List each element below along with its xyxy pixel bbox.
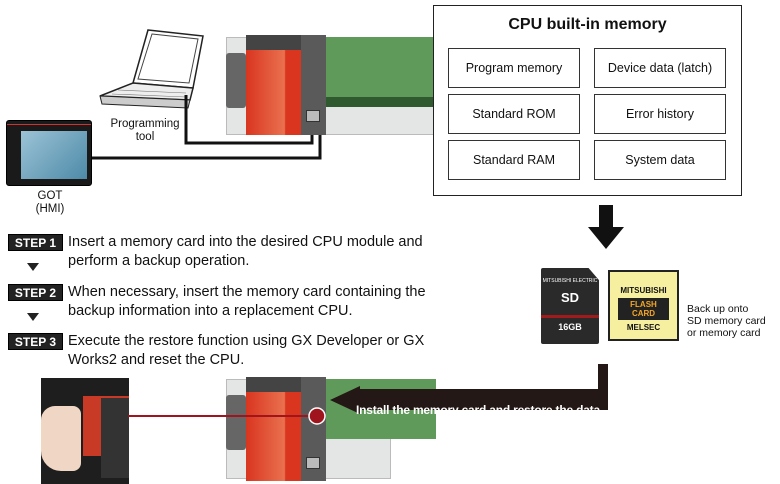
step-2-text: When necessary, insert the memory card c… bbox=[68, 284, 426, 319]
step-1-text: Insert a memory card into the desired CP… bbox=[68, 234, 423, 269]
down-arrow-icon bbox=[588, 205, 624, 249]
memory-error-history: Error history bbox=[594, 94, 726, 134]
sd-memory-card-image: MITSUBISHI ELECTRIC SD 16GB bbox=[541, 268, 599, 344]
card-slot-pointer bbox=[128, 407, 326, 425]
cpu-built-in-memory-panel: CPU built-in memory Program memory Devic… bbox=[433, 5, 742, 196]
programming-tool-label: Programming tool bbox=[110, 118, 180, 143]
flash-series: MELSEC bbox=[626, 323, 661, 332]
step-arrow-icon bbox=[27, 263, 39, 271]
step-1-badge: STEP 1 bbox=[8, 234, 63, 251]
memory-standard-ram: Standard RAM bbox=[448, 140, 580, 180]
step-3-text: Execute the restore function using GX De… bbox=[68, 333, 425, 368]
restore-banner-text: Install the memory card and restore the … bbox=[356, 403, 604, 417]
memory-title: CPU built-in memory bbox=[508, 16, 667, 33]
flash-brand: MITSUBISHI bbox=[620, 286, 667, 295]
laptop-programming-tool-icon bbox=[99, 29, 204, 109]
backup-caption: Back up onto SD memory card or memory ca… bbox=[687, 303, 766, 339]
card-insertion-photo bbox=[41, 378, 129, 484]
sd-brand: MITSUBISHI ELECTRIC bbox=[542, 278, 598, 284]
step-3-badge: STEP 3 bbox=[8, 333, 63, 350]
flash-label: FLASH CARD bbox=[618, 298, 669, 320]
step-arrow-icon bbox=[27, 313, 39, 321]
flash-memory-card-image: MITSUBISHI FLASH CARD MELSEC bbox=[608, 270, 679, 341]
restore-arrow-icon bbox=[330, 364, 608, 414]
memory-device-data-latch: Device data (latch) bbox=[594, 48, 726, 88]
plc-cpu-module-top bbox=[226, 35, 436, 135]
step-2-badge: STEP 2 bbox=[8, 284, 63, 301]
sd-capacity: 16GB bbox=[558, 322, 582, 332]
got-label: GOT (HMI) bbox=[35, 190, 65, 215]
plc-cpu-module-bottom bbox=[226, 377, 436, 481]
memory-system-data: System data bbox=[594, 140, 726, 180]
memory-standard-rom: Standard ROM bbox=[448, 94, 580, 134]
got-hmi-image bbox=[6, 120, 92, 186]
memory-program: Program memory bbox=[448, 48, 580, 88]
